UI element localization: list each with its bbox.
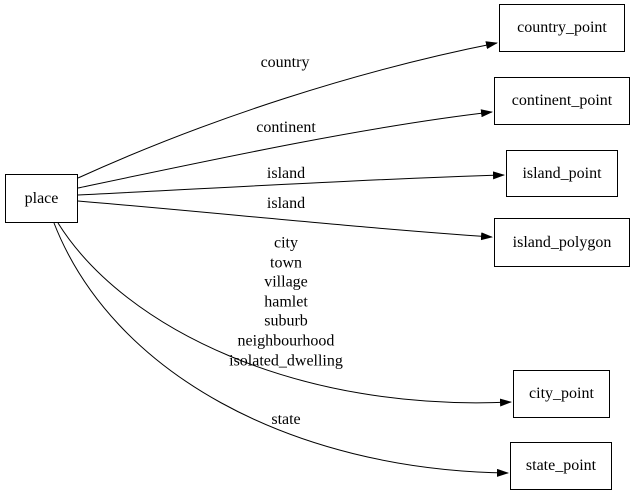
node-island-point-label: island_point — [522, 164, 602, 182]
edge-label-town-line: town — [269, 254, 302, 272]
node-place-label: place — [24, 189, 59, 207]
node-continent-point-label: continent_point — [511, 92, 613, 109]
node-city-point: city_point — [513, 370, 610, 418]
edge-label-continent: continent — [256, 119, 316, 137]
edge-label-neighbourhood-line: neighbourhood — [237, 332, 335, 350]
node-island-polygon: island_polygon — [494, 218, 630, 267]
node-island-polygon-label: island_polygon — [512, 233, 612, 251]
edge-label-hamlet-line: hamlet — [264, 293, 308, 311]
node-country-point-label: country_point — [517, 19, 607, 36]
node-state-point: state_point — [510, 442, 612, 490]
edge-place-state-point — [53, 222, 509, 477]
edge-place-island-point — [77, 171, 505, 196]
edge-label-country: country — [260, 54, 310, 72]
edge-place-city-point — [57, 222, 512, 407]
node-continent-point: continent_point — [494, 77, 630, 125]
edge-label-island-point: island — [266, 165, 306, 183]
edge-label-isolated-dwelling-line: isolated_dwelling — [229, 351, 343, 369]
edge-place-country-point — [77, 41, 498, 179]
node-place: place — [5, 174, 78, 223]
node-island-point: island_point — [506, 150, 618, 197]
node-state-point-label: state_point — [525, 457, 597, 474]
node-city-point-label: city_point — [529, 385, 594, 402]
edge-label-island-polygon: island — [266, 195, 306, 213]
edge-place-continent-point — [77, 109, 493, 189]
node-country-point: country_point — [499, 4, 625, 52]
edge-label-city-line: city — [273, 234, 298, 252]
edge-label-village-line: village — [264, 273, 308, 291]
edge-label-state: state — [271, 411, 301, 429]
edge-place-island-polygon — [77, 200, 493, 241]
edge-label-city-multiline: city town village hamlet suburb neighbou… — [229, 233, 343, 370]
edge-label-suburb-line: suburb — [264, 312, 308, 330]
